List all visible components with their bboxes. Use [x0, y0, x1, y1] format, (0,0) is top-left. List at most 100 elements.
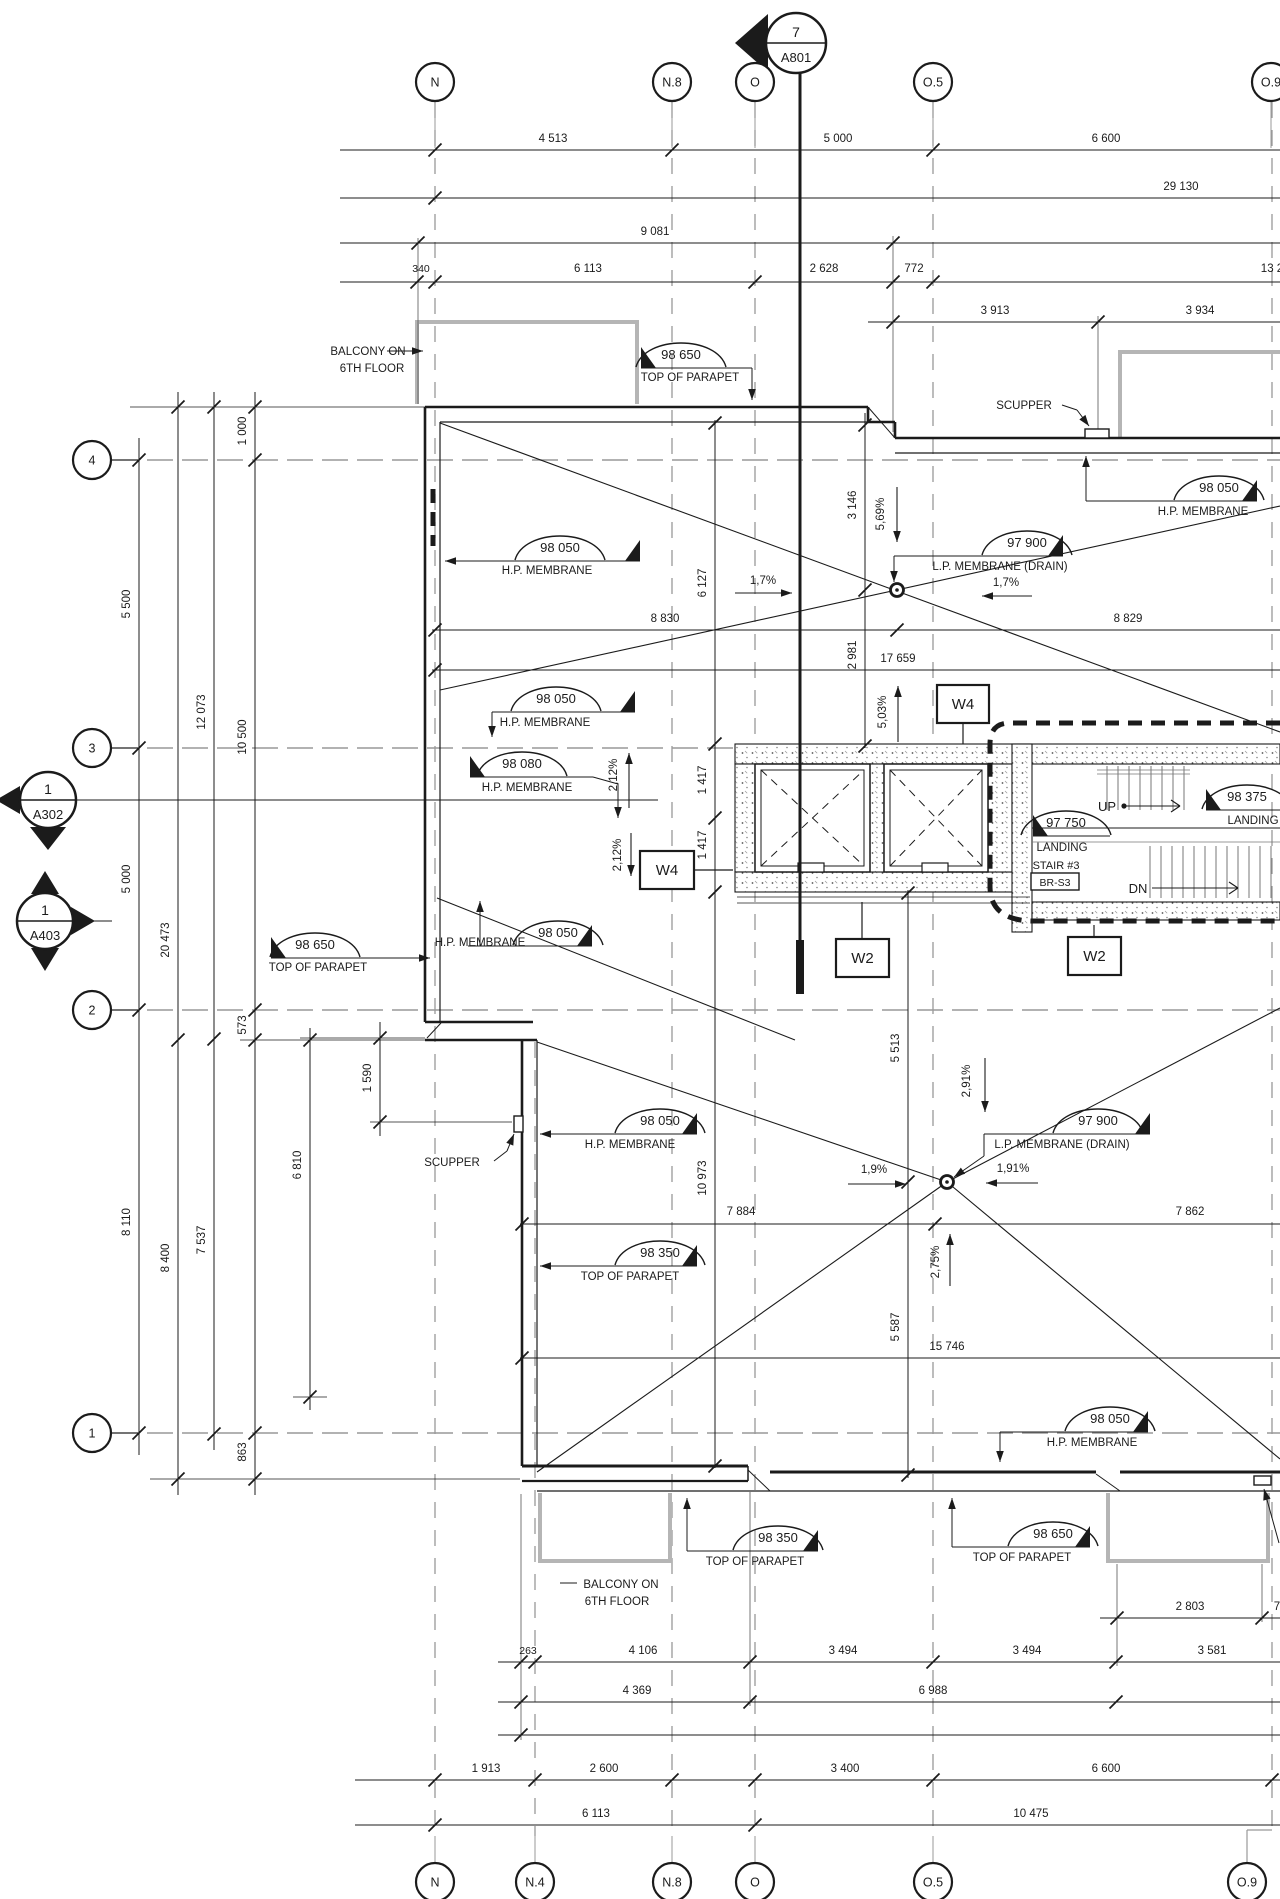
elevation-sublabel: H.P. MEMBRANE	[482, 782, 573, 794]
dim-tick	[170, 1471, 186, 1487]
linework	[426, 1022, 442, 1039]
arrowhead	[895, 1180, 906, 1188]
elevator-car-diagonal	[760, 769, 865, 867]
arrowhead	[506, 1134, 514, 1146]
dim-tick	[206, 1426, 222, 1442]
dim-tick	[206, 399, 222, 415]
section-marker-triangle-icon	[71, 907, 95, 935]
dim-tick	[527, 1772, 543, 1788]
elevation-value: 98 650	[1033, 1526, 1073, 1541]
dim-label: 1 590	[362, 1064, 374, 1093]
dim-label: 8 830	[651, 613, 680, 625]
grid-bubble-label: 3	[89, 742, 96, 756]
dim-label: 1,9%	[861, 1164, 887, 1176]
arrowhead	[781, 589, 792, 597]
arrowhead	[683, 1498, 691, 1509]
flag-arc	[510, 686, 602, 712]
dim-tick	[427, 190, 443, 206]
elevation-value: 98 050	[1090, 1411, 1130, 1426]
dim-tick	[247, 1002, 263, 1018]
dim-label: 6 810	[292, 1151, 304, 1180]
scupper-label: SCUPPER	[996, 400, 1052, 412]
elevation-sublabel: LANDING	[1227, 815, 1278, 827]
grid-bubble-label: 1	[89, 1427, 96, 1441]
linework	[946, 1007, 1280, 1183]
section-sheet: A801	[781, 50, 811, 65]
dim-tick	[927, 1216, 943, 1232]
dim-tick	[707, 810, 723, 826]
concrete-wall	[734, 763, 756, 873]
elevation-value: 98 080	[502, 756, 542, 771]
dim-tick	[427, 662, 443, 678]
dim-label: 2,12%	[612, 839, 624, 872]
grid-bubble-N.8	[651, 61, 693, 103]
flag-arc	[981, 530, 1073, 556]
dim-label: 3 913	[981, 305, 1010, 317]
flag-triangle-icon	[682, 1245, 697, 1266]
dim-label: 4 369	[623, 1685, 652, 1697]
grid-bubble-O.5	[912, 61, 954, 103]
elevation-sublabel: H.P. MEMBRANE	[500, 717, 591, 729]
dim-label: 5,03%	[877, 696, 889, 729]
flag-triangle-icon	[803, 1530, 818, 1551]
arrowhead	[946, 1234, 954, 1245]
section-line-endbar	[796, 940, 804, 994]
arrowhead	[986, 1179, 997, 1187]
grid-bubble-2	[71, 989, 113, 1031]
grid-bubble-label: N.4	[525, 1876, 545, 1890]
concrete-wall	[869, 763, 885, 873]
elevation-value: 98 050	[1199, 480, 1239, 495]
arrowhead	[954, 1167, 966, 1177]
elevation-value: 98 650	[661, 347, 701, 362]
grid-bubble-O.9	[1250, 61, 1280, 103]
stair-tag-box	[1030, 872, 1080, 891]
concrete-wall	[734, 743, 1280, 765]
linework	[439, 422, 1280, 733]
section-sheet: A302	[33, 807, 63, 822]
flag-triangle-icon	[577, 925, 592, 946]
elevation-value: 98 375	[1227, 789, 1267, 804]
dim-tick	[857, 582, 873, 598]
section-marker-triangle-icon	[31, 948, 59, 971]
flag-arc	[1007, 1521, 1099, 1547]
linework	[747, 1469, 771, 1492]
dim-tick	[900, 1467, 916, 1483]
balcony-label: 6TH FLOOR	[340, 363, 405, 375]
elevation-sublabel: H.P. MEMBRANE	[1158, 506, 1249, 518]
elevator-door-tab	[797, 862, 825, 873]
dim-label: 6 600	[1092, 1763, 1121, 1775]
flag-triangle-icon	[1133, 1411, 1148, 1432]
dim-tick	[247, 1032, 263, 1048]
elevation-sublabel: H.P. MEMBRANE	[1047, 1437, 1138, 1449]
dim-tick	[857, 738, 873, 754]
stair-arrowhead	[1228, 881, 1239, 889]
elevation-value: 97 900	[1078, 1113, 1118, 1128]
dim-label: 3 494	[829, 1645, 858, 1657]
dim-tick	[247, 399, 263, 415]
dim-tick	[1254, 1610, 1270, 1626]
elevation-value: 98 050	[538, 925, 578, 940]
arrowhead	[981, 1101, 989, 1112]
elevation-value: 98 050	[640, 1113, 680, 1128]
balcony-outline	[1106, 1493, 1270, 1563]
dim-tick	[885, 274, 901, 290]
flag-arc	[614, 1108, 706, 1134]
section-marker-triangle-icon	[0, 786, 20, 814]
concrete-wall	[734, 871, 1031, 893]
dim-label: 6 127	[697, 569, 709, 598]
dim-label: 1 417	[697, 766, 709, 795]
elevation-sublabel: TOP OF PARAPET	[269, 962, 367, 974]
dim-label: 573	[237, 1015, 249, 1034]
elevation-sublabel: L.P. MEMBRANE (DRAIN)	[932, 561, 1067, 573]
balcony-label: BALCONY ON	[583, 1579, 658, 1591]
dim-label: 3 581	[1198, 1645, 1227, 1657]
wall-tag-box	[638, 849, 696, 891]
section-number: 1	[44, 781, 52, 797]
dim-label: 2 803	[1176, 1601, 1205, 1613]
wall-tag-box	[1066, 935, 1123, 977]
grid-bubble-label: O.5	[923, 1876, 943, 1890]
balcony-outline	[538, 1493, 672, 1563]
arrowhead	[476, 901, 484, 912]
dim-label: 5,69%	[875, 498, 887, 531]
